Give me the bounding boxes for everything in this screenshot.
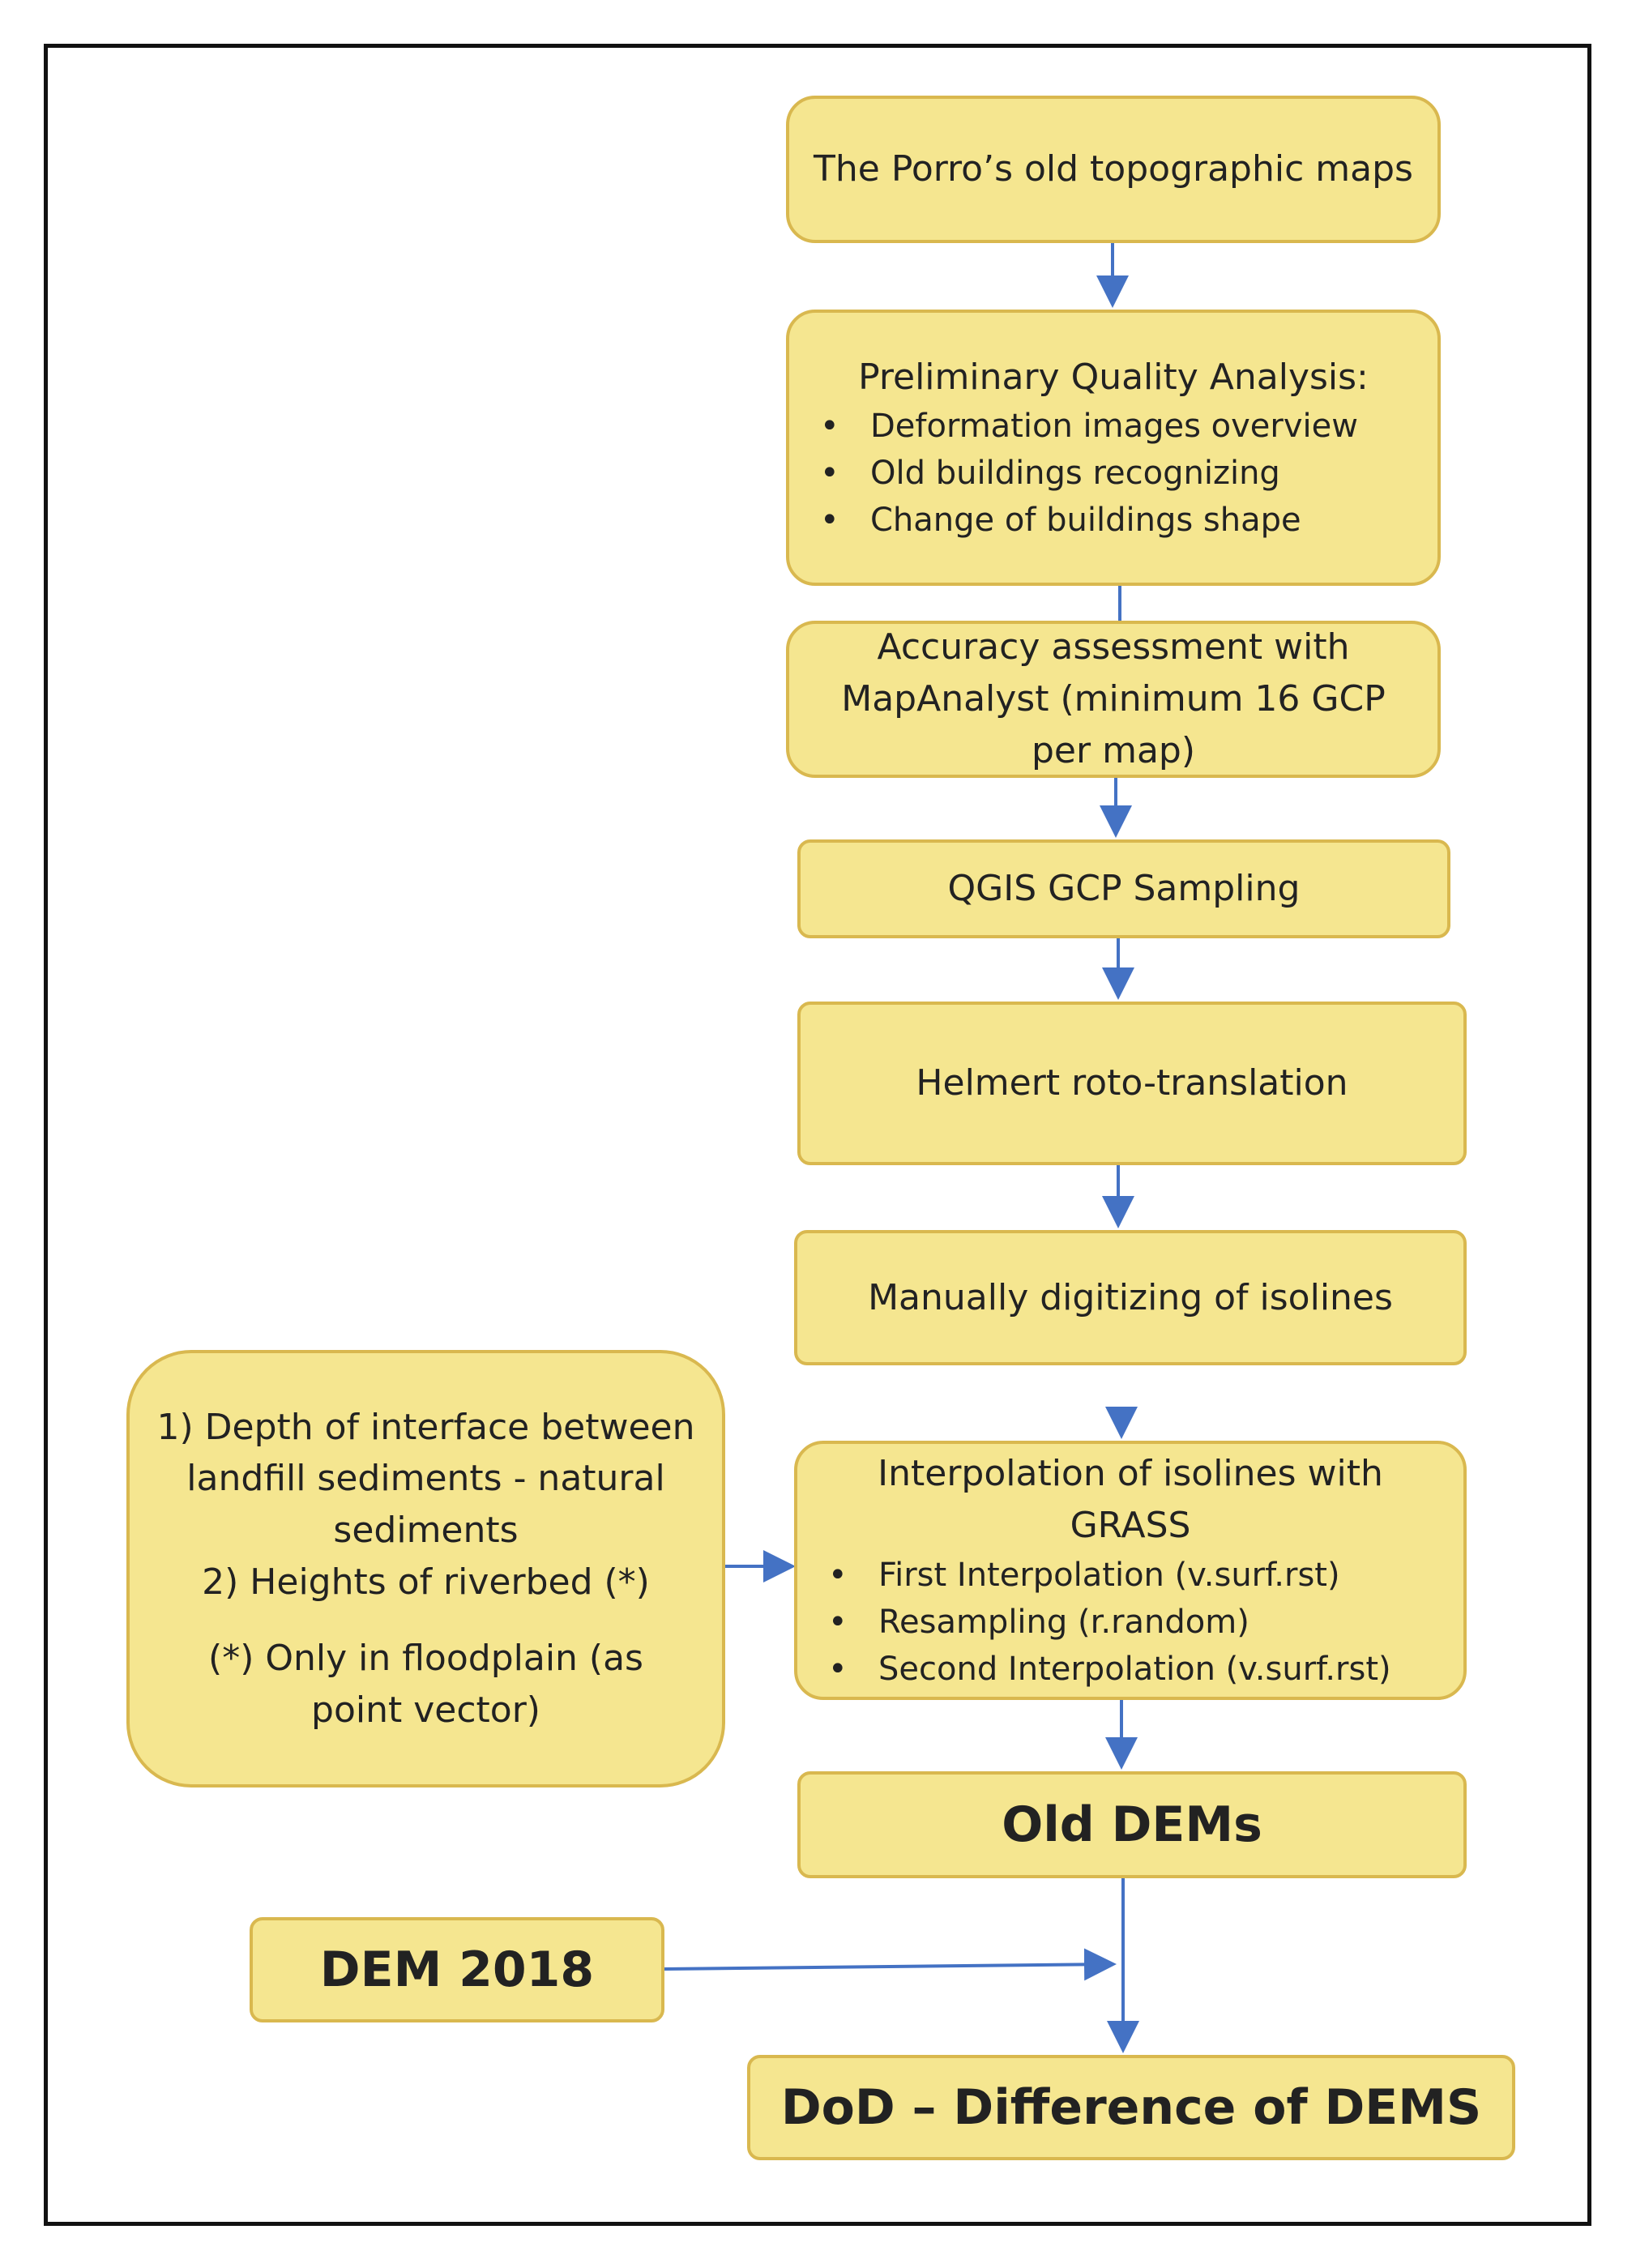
arrow-dem2018-to-join xyxy=(664,1948,1117,1981)
quality-list: Deformation images overview Old building… xyxy=(789,403,1358,544)
node-old-dems-text: Old DEMs xyxy=(1002,1796,1262,1853)
side-note-line: sediments xyxy=(333,1510,519,1552)
quality-item: Old buildings recognizing xyxy=(789,450,1358,497)
node-accuracy-assessment: Accuracy assessment with MapAnalyst (min… xyxy=(786,621,1441,778)
interpolation-list: First Interpolation (v.surf.rst) Resampl… xyxy=(797,1552,1391,1693)
node-digitizing-text: Manually digitizing of isolines xyxy=(868,1276,1393,1318)
node-quality-analysis: Preliminary Quality Analysis: Deformatio… xyxy=(786,310,1441,586)
node-dem-2018: DEM 2018 xyxy=(250,1917,664,2022)
node-interpolation: Interpolation of isolines with GRASS Fir… xyxy=(794,1441,1467,1700)
accuracy-line: per map) xyxy=(1032,729,1195,771)
node-topographic-maps: The Porro’s old topographic maps xyxy=(786,96,1441,243)
side-note-line: 1) Depth of interface between xyxy=(156,1406,695,1448)
quality-item: Deformation images overview xyxy=(789,403,1358,450)
node-dod-text: DoD – Difference of DEMS xyxy=(780,2079,1482,2136)
interpolation-line: GRASS xyxy=(1070,1505,1191,1546)
node-qgis-text: QGIS GCP Sampling xyxy=(947,868,1301,910)
side-note-line: landfill sediments - natural xyxy=(186,1458,665,1500)
interpolation-line: Interpolation of isolines with xyxy=(878,1453,1383,1495)
node-topographic-maps-text: The Porro’s old topographic maps xyxy=(814,148,1413,190)
side-note-line: (*) Only in floodplain (as xyxy=(208,1637,643,1679)
interpolation-item: Second Interpolation (v.surf.rst) xyxy=(797,1646,1391,1693)
diagram-frame xyxy=(44,44,1591,2226)
node-digitizing: Manually digitizing of isolines xyxy=(794,1230,1467,1365)
side-note-line: point vector) xyxy=(311,1689,540,1731)
quality-title: Preliminary Quality Analysis: xyxy=(858,356,1369,398)
quality-item: Change of buildings shape xyxy=(789,497,1358,544)
node-helmert: Helmert roto-translation xyxy=(797,1002,1467,1165)
interpolation-item: First Interpolation (v.surf.rst) xyxy=(797,1552,1391,1599)
node-side-note: 1) Depth of interface between landfill s… xyxy=(126,1350,725,1787)
node-dod: DoD – Difference of DEMS xyxy=(747,2055,1515,2160)
interpolation-item: Resampling (r.random) xyxy=(797,1599,1391,1646)
node-old-dems: Old DEMs xyxy=(797,1771,1467,1878)
accuracy-line: MapAnalyst (minimum 16 GCP xyxy=(841,678,1386,720)
side-note-line: 2) Heights of riverbed (*) xyxy=(202,1561,650,1603)
node-qgis-gcp-sampling: QGIS GCP Sampling xyxy=(797,839,1450,938)
node-helmert-text: Helmert roto-translation xyxy=(916,1062,1348,1104)
node-dem-2018-text: DEM 2018 xyxy=(319,1941,595,1998)
accuracy-line: Accuracy assessment with xyxy=(877,626,1350,668)
